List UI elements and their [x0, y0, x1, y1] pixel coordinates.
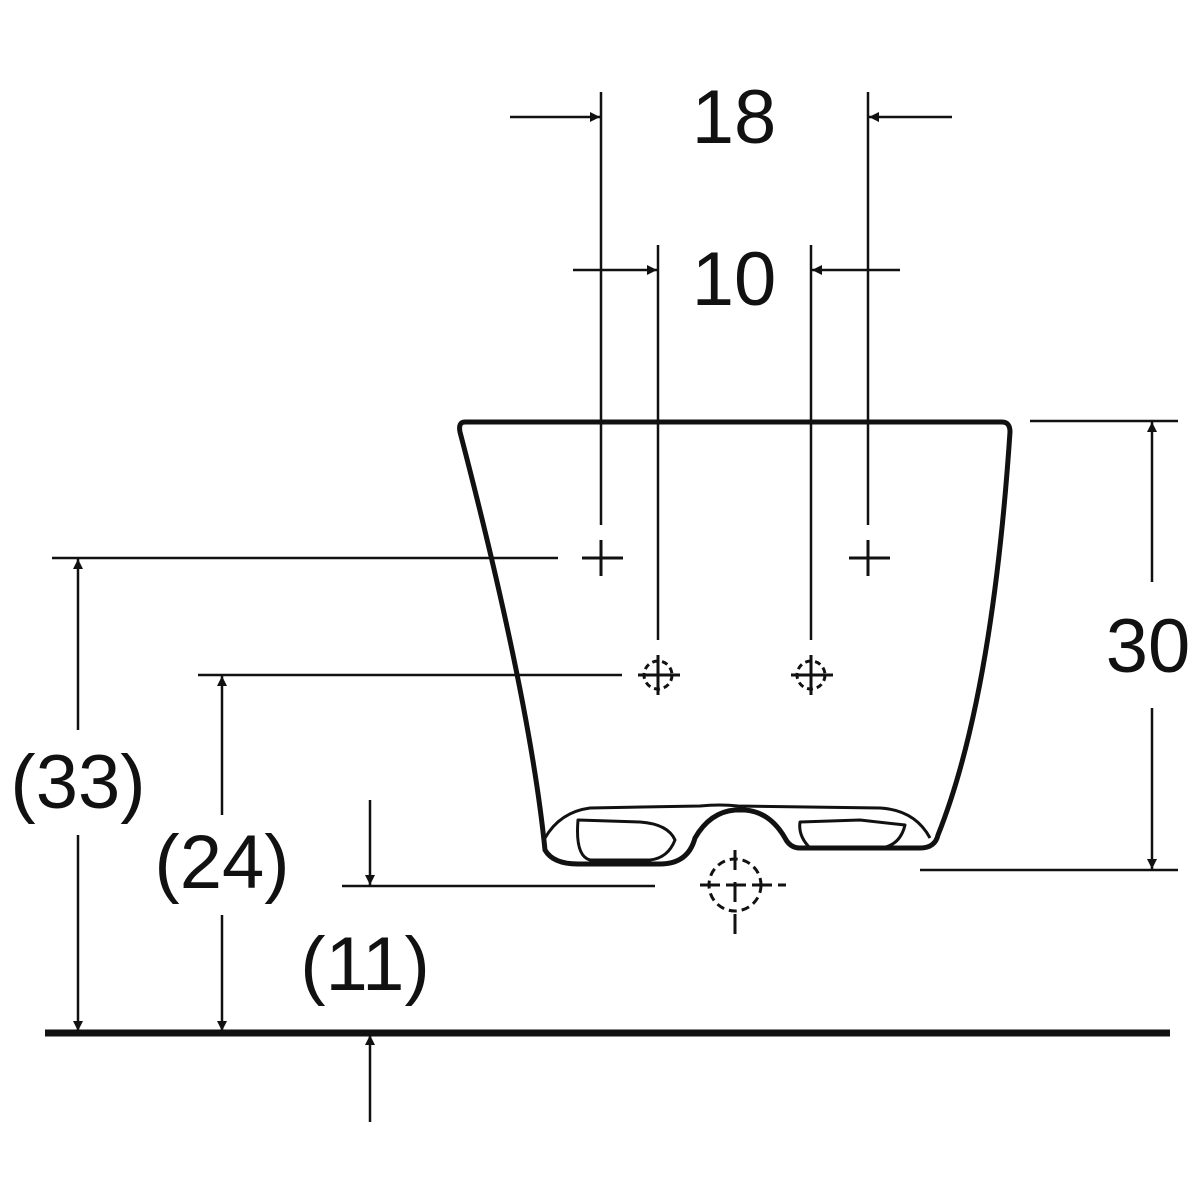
dim-height-drain-label: (11) [300, 922, 430, 1007]
dim-width-outer-label: 18 [692, 75, 777, 160]
dim-height-lower-fixing-label: (24) [154, 820, 289, 905]
bidet-outline [457, 419, 1013, 867]
dim-height-body-label: 30 [1106, 604, 1191, 689]
bidet-recess-right [798, 818, 907, 850]
fixing-marks [582, 540, 890, 945]
dim-width-inner-label: 10 [692, 237, 777, 322]
bidet-recess-left [576, 818, 677, 862]
extension-lines [52, 92, 1178, 888]
bidet-body [457, 419, 1013, 867]
dim-height-upper-fixing-label: (33) [10, 740, 145, 825]
bidet-rim-inner [543, 803, 932, 839]
dimension-arrows [73, 112, 1157, 1122]
